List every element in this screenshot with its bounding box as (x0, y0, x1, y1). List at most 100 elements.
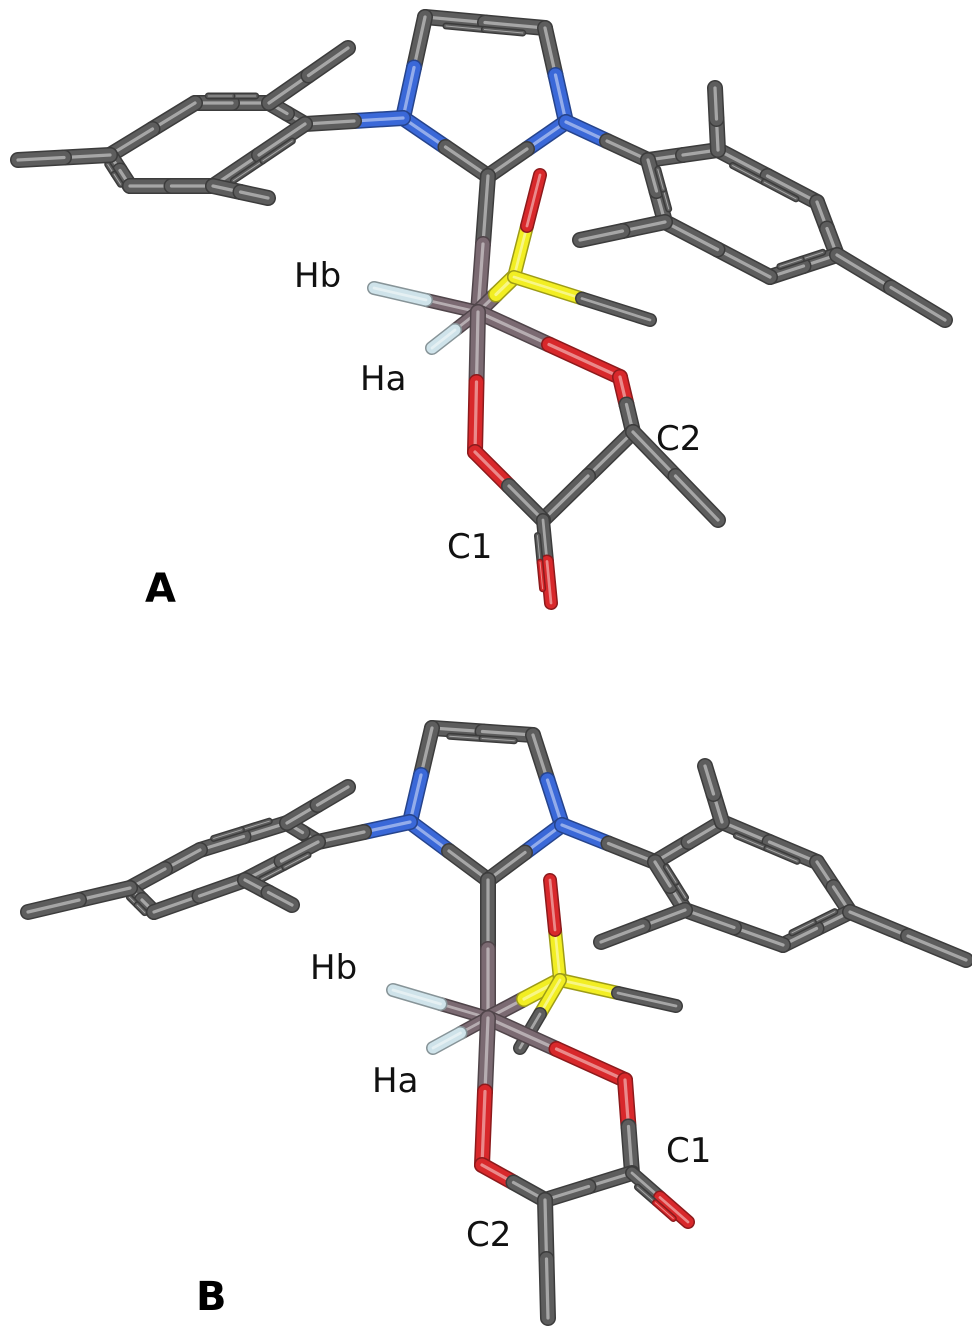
bond-stick (303, 119, 356, 126)
double-bond-stick (260, 866, 286, 880)
double-bond-stick (136, 904, 146, 914)
bond-stick (473, 450, 511, 488)
double-bond-stick (636, 1186, 656, 1204)
bonds-b (20, 720, 972, 1326)
bond-stick (480, 1089, 487, 1167)
bond-stick (578, 229, 625, 242)
bond-stick (267, 73, 311, 105)
bond-stick (765, 174, 819, 204)
bond-stick (713, 86, 719, 121)
double-bond-stick (779, 258, 802, 267)
bond-stick (77, 886, 132, 902)
atom-label-c1-a: C1 (447, 527, 492, 567)
bond-stick (580, 297, 652, 322)
double-bond-stick (262, 140, 293, 162)
double-bond-stick (284, 854, 309, 868)
bond-stick (26, 898, 81, 914)
bond-stick (653, 860, 672, 888)
structure-panel-b: Hb Ha C1 C2 B (20, 720, 972, 1326)
double-bond-stick (213, 829, 242, 839)
bond-stick (483, 1016, 490, 1094)
bond-stick (447, 849, 490, 882)
bond-stick (553, 73, 568, 124)
bond-stick (767, 840, 819, 864)
bond-stick (486, 1016, 559, 1051)
bond-stick (150, 101, 197, 131)
bond-stick (703, 764, 716, 796)
bond-stick (835, 253, 893, 290)
bond-stick (543, 1198, 549, 1261)
bond-stick (720, 820, 772, 844)
bond-stick (732, 925, 785, 947)
bond-stick (315, 785, 350, 807)
bond-stick (430, 328, 457, 350)
double-bond-stick (539, 561, 544, 590)
bond-stick (631, 430, 678, 478)
double-bond-stick (812, 911, 836, 923)
bonds-a (10, 9, 953, 610)
bond-stick (558, 978, 620, 995)
bond-stick (507, 484, 545, 522)
bond-stick (480, 729, 535, 737)
bond-stick (352, 116, 405, 123)
bond-stick (541, 474, 590, 522)
bond-stick (279, 840, 320, 863)
bond-stick (525, 173, 542, 228)
double-bond-stick (732, 165, 765, 183)
bond-stick (431, 1031, 462, 1050)
double-bond-stick (654, 1202, 674, 1219)
bond-stick (512, 275, 584, 300)
double-bond-stick (657, 168, 664, 190)
double-bond-stick (735, 835, 768, 849)
bond-stick (848, 910, 910, 938)
double-bond-stick (113, 173, 122, 185)
bond-stick (543, 26, 558, 77)
bond-stick (423, 15, 487, 25)
bond-stick (473, 380, 479, 454)
double-bond-stick (791, 921, 814, 934)
bond-stick (483, 20, 547, 30)
bond-stick (401, 116, 448, 149)
bond-stick (560, 823, 611, 846)
bond-stick (408, 820, 451, 853)
bond-stick (716, 148, 770, 178)
bond-stick (616, 991, 678, 1008)
bond-stick (306, 46, 350, 78)
bond-stick (599, 924, 645, 944)
bond-stick (16, 155, 66, 162)
double-bond-stick (665, 866, 677, 883)
bond-stick (476, 310, 551, 347)
bond-stick (401, 65, 416, 120)
bond-stick (408, 773, 423, 824)
bond-stick (547, 342, 622, 379)
double-bond-stick (481, 737, 515, 742)
atom-label-c2-a: C2 (656, 419, 701, 459)
bond-stick (658, 1196, 690, 1224)
panel-label-b: B (196, 1274, 227, 1320)
double-bond-stick (536, 535, 541, 563)
bond-stick (646, 158, 659, 193)
bond-stick (545, 560, 553, 605)
bond-stick (266, 890, 294, 907)
bond-stick (889, 285, 947, 322)
bond-stick (238, 190, 270, 200)
bond-stick (412, 15, 427, 70)
double-bond-stick (232, 160, 264, 182)
double-bond-stick (763, 181, 797, 200)
double-bond-stick (445, 25, 485, 30)
bond-stick (544, 1257, 550, 1320)
panel-label-a: A (145, 566, 176, 612)
bond-stick (906, 934, 968, 962)
atom-label-ha-b: Ha (372, 1061, 418, 1101)
bond-stick (512, 224, 529, 279)
bond-stick (152, 894, 202, 914)
bond-stick (474, 310, 480, 384)
bond-stick (443, 145, 490, 178)
bond-stick (391, 988, 442, 1006)
atom-label-c1-b: C1 (666, 1131, 711, 1171)
bond-stick (481, 174, 490, 246)
bond-stick (715, 247, 772, 279)
double-bond-stick (766, 847, 798, 862)
bond-stick (553, 928, 562, 982)
